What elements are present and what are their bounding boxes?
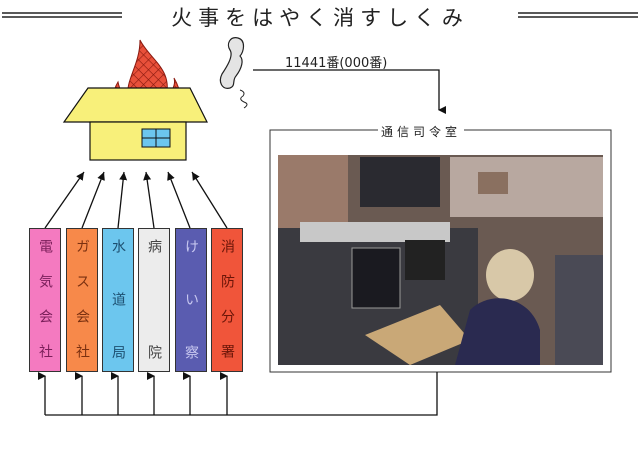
org-gas-company: ガス会社 bbox=[66, 228, 98, 379]
org-waterworks: 水道局 bbox=[102, 228, 134, 398]
org-fire-station: 消防分署 bbox=[211, 228, 243, 379]
org-label: 水道局 bbox=[110, 239, 126, 398]
control-room-label: 通信司令室 bbox=[378, 123, 465, 140]
telephone-icon bbox=[219, 37, 248, 109]
org-label: ガス会社 bbox=[74, 239, 90, 379]
org-police: けい察 bbox=[175, 228, 207, 398]
org-to-house-arrows bbox=[44, 171, 228, 229]
page-title: 火事をはやく消すしくみ bbox=[171, 6, 469, 30]
org-label: 電気会社 bbox=[37, 239, 53, 379]
call-arrow bbox=[253, 69, 446, 114]
org-electric-company: 電気会社 bbox=[29, 228, 61, 379]
emergency-number: 11441番(000番) bbox=[285, 56, 388, 71]
org-hospital: 病院 bbox=[138, 228, 170, 451]
org-label: 病院 bbox=[146, 239, 162, 451]
control-room-photo bbox=[278, 155, 603, 365]
title-rule-right bbox=[518, 12, 638, 18]
org-label: けい察 bbox=[183, 239, 199, 398]
house-icon bbox=[62, 87, 208, 161]
dispatch-lines bbox=[38, 372, 438, 416]
title-rule-left bbox=[2, 12, 122, 18]
org-label: 消防分署 bbox=[219, 239, 235, 379]
